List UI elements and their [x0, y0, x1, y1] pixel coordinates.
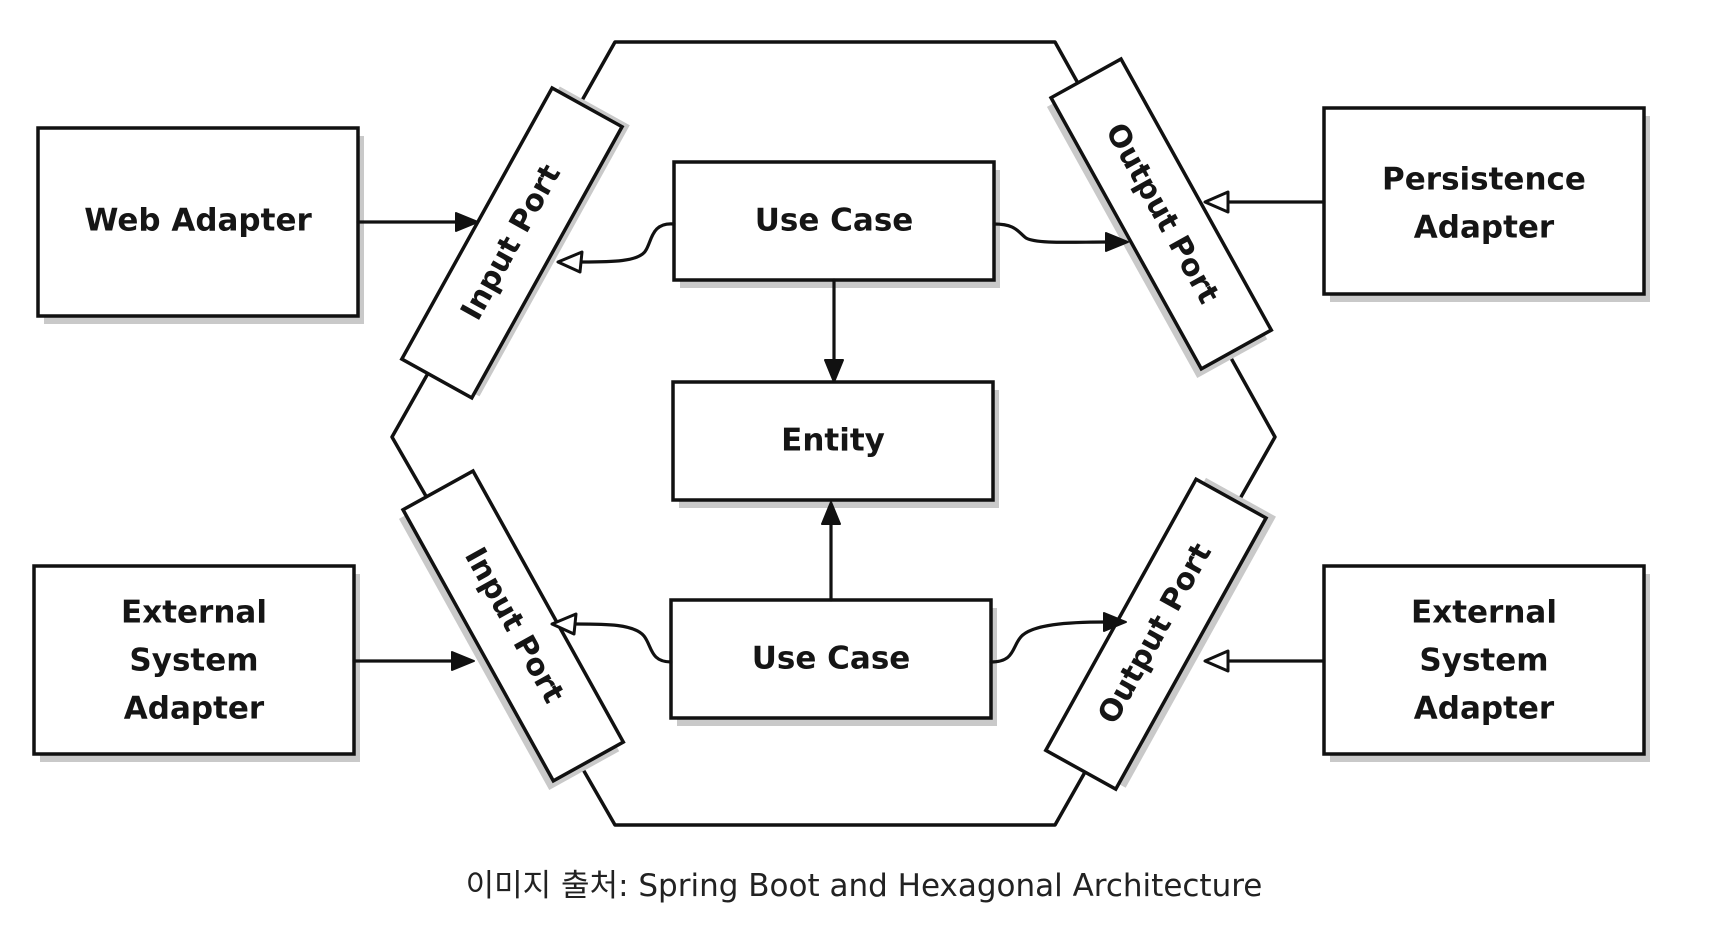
- entity-label: Entity: [781, 423, 885, 459]
- external-system-adapter-left-box: External System Adapter: [32, 564, 360, 762]
- use-case-top-box: Use Case: [672, 160, 1000, 288]
- output-port-top: Output Port: [1046, 56, 1274, 379]
- persistence-adapter-box: Persistence Adapter: [1322, 106, 1650, 302]
- external-left-line-1: External: [121, 595, 267, 631]
- arrow-persistence-to-output-port: [1203, 190, 1326, 214]
- external-right-line-1: External: [1411, 595, 1557, 631]
- arrow-use-case-top-to-input-port: [556, 222, 676, 274]
- arrow-external-left-to-input-port: [352, 651, 475, 671]
- use-case-bottom-box: Use Case: [669, 598, 997, 726]
- web-adapter-box: Web Adapter: [36, 126, 364, 324]
- arrow-web-to-input-port: [356, 212, 479, 232]
- input-port-top: Input Port: [399, 85, 630, 401]
- arrow-use-case-top-to-output-port: [992, 222, 1129, 252]
- persistence-line-2: Adapter: [1414, 210, 1555, 246]
- image-source-caption: 이미지 출처: Spring Boot and Hexagonal Archit…: [465, 868, 1263, 904]
- arrow-use-case-bottom-to-output-port: [989, 612, 1127, 664]
- use-case-bottom-label: Use Case: [752, 641, 911, 677]
- arrow-use-case-top-to-entity: [824, 278, 844, 383]
- entity-box: Entity: [671, 380, 999, 508]
- external-right-line-3: Adapter: [1414, 691, 1555, 727]
- use-case-top-label: Use Case: [755, 203, 914, 239]
- web-adapter-label: Web Adapter: [84, 203, 312, 239]
- arrow-use-case-bottom-to-entity: [821, 501, 841, 602]
- external-left-line-2: System: [129, 643, 258, 679]
- arrow-external-right-to-output-port: [1203, 649, 1326, 673]
- arrow-use-case-bottom-to-input-port: [550, 612, 673, 664]
- external-left-line-3: Adapter: [124, 691, 265, 727]
- persistence-line-1: Persistence: [1382, 162, 1586, 198]
- external-system-adapter-right-box: External System Adapter: [1322, 564, 1650, 762]
- external-right-line-2: System: [1419, 643, 1548, 679]
